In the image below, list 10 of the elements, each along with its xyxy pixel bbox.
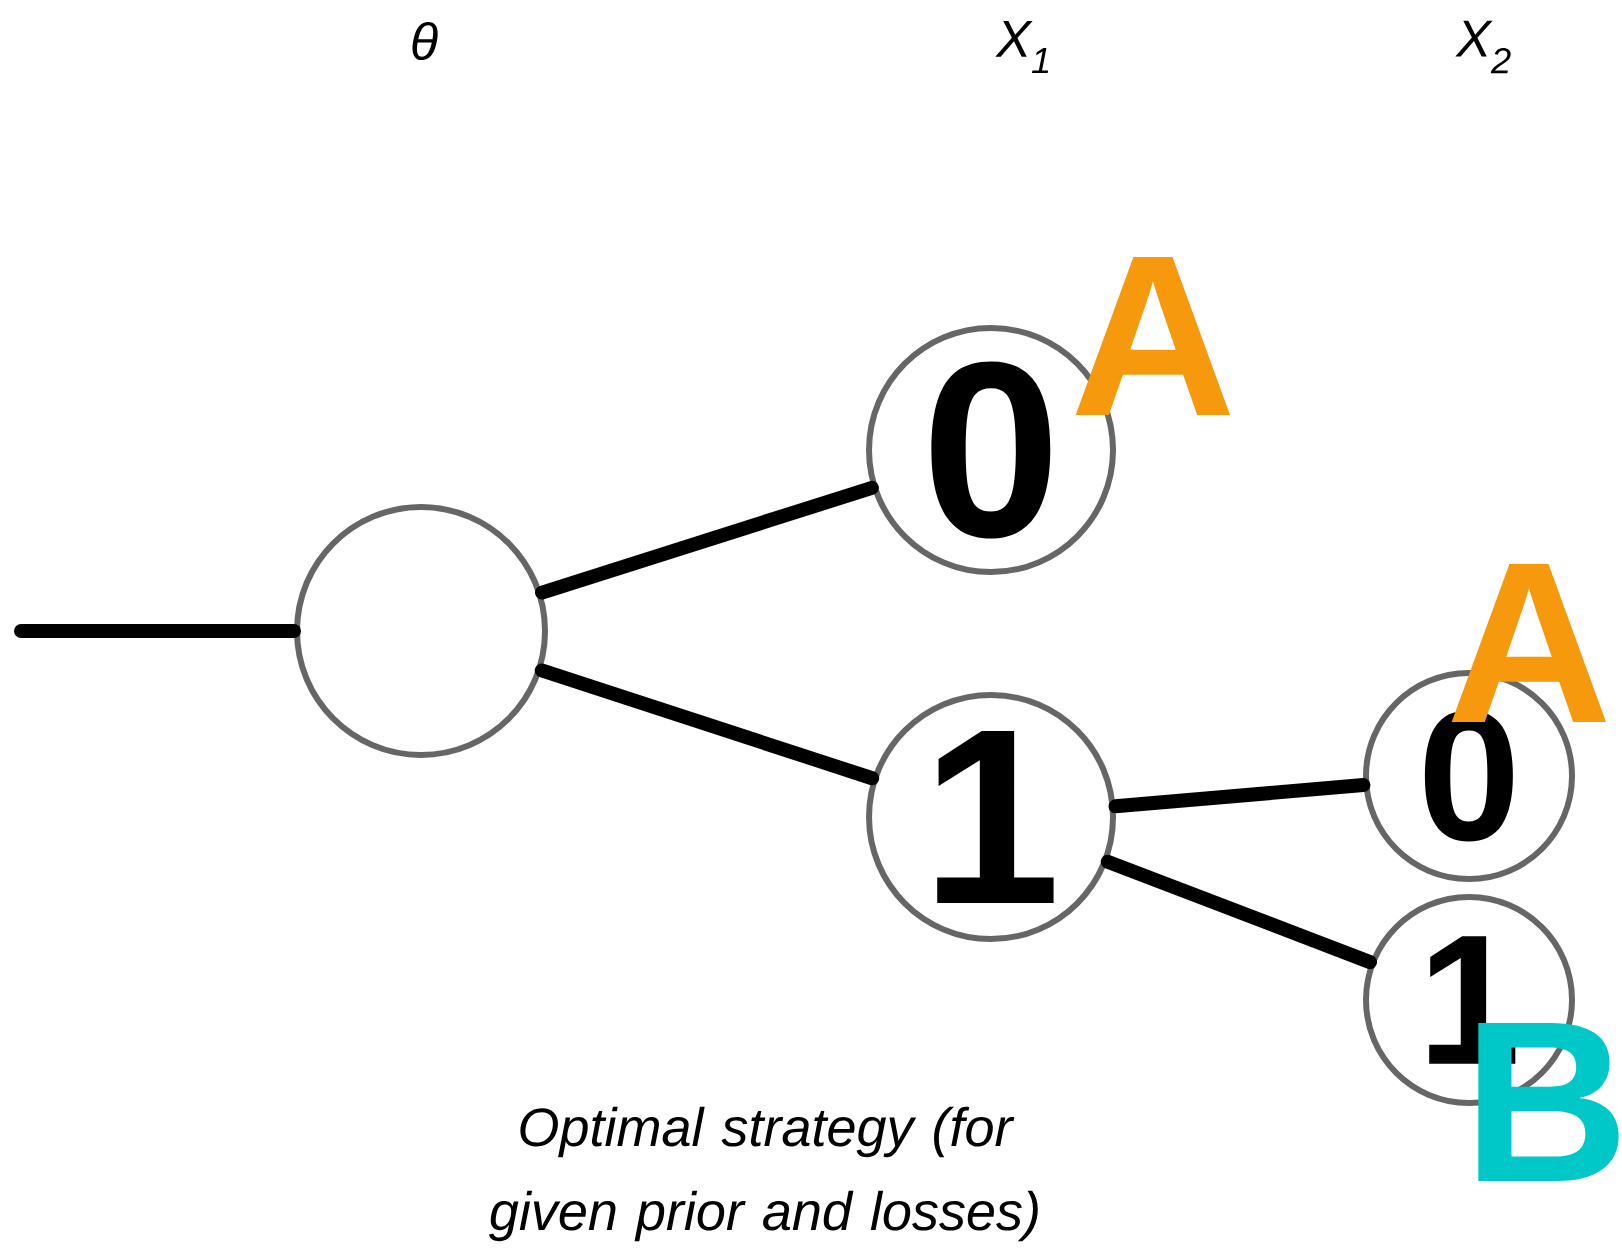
axis-heading: X$_{2}$ <box>1455 20 1511 74</box>
branch-line <box>534 663 880 786</box>
branch-line <box>535 480 879 600</box>
axis-heading: θ <box>412 21 438 61</box>
empty-circle <box>294 504 548 758</box>
branch-line <box>1100 854 1377 970</box>
branch-line <box>1108 778 1371 814</box>
branch-line <box>14 624 301 638</box>
caption: Optimal strategy (for given prior and losses) <box>489 1106 1038 1242</box>
axis-heading: X$_{1}$ <box>995 20 1049 74</box>
